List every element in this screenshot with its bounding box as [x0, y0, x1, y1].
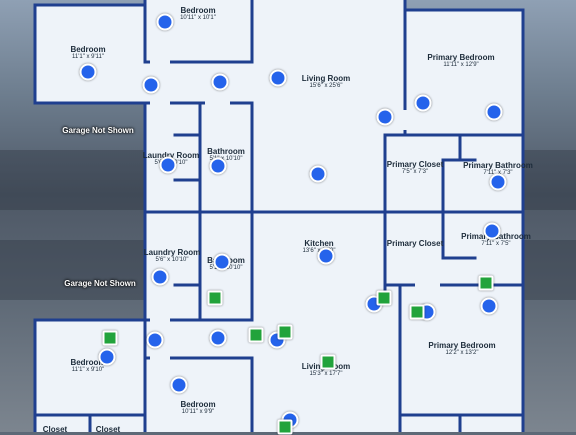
blue-marker[interactable]	[142, 76, 160, 94]
room-floor-bedroom-n	[145, 0, 252, 62]
walls	[33, 0, 525, 432]
room-label-primary-closet-lower: Primary Closet	[386, 239, 444, 248]
blue-marker[interactable]	[79, 63, 97, 81]
blue-marker[interactable]	[483, 222, 501, 240]
blue-marker[interactable]	[170, 376, 188, 394]
blue-marker[interactable]	[209, 157, 227, 175]
room-floor-bedroom-sw	[35, 320, 145, 432]
garage-note-upper: Garage Not Shown	[62, 126, 134, 135]
green-marker[interactable]	[102, 330, 118, 346]
blue-marker[interactable]	[151, 268, 169, 286]
green-marker[interactable]	[478, 275, 494, 291]
room-floor-primary-bedroom-upper	[405, 10, 523, 138]
blue-marker[interactable]	[489, 173, 507, 191]
blue-marker[interactable]	[485, 103, 503, 121]
room-floors	[35, 0, 523, 432]
green-marker[interactable]	[277, 324, 293, 340]
blue-marker[interactable]	[317, 247, 335, 265]
blue-marker[interactable]	[269, 69, 287, 87]
room-floor-living-upper-top	[252, 0, 405, 62]
garage-note-lower: Garage Not Shown	[64, 279, 136, 288]
green-marker[interactable]	[320, 354, 336, 370]
green-marker[interactable]	[248, 327, 264, 343]
room-floor-kitchen-area	[145, 212, 400, 432]
blue-marker[interactable]	[211, 73, 229, 91]
blue-marker[interactable]	[146, 331, 164, 349]
room-floor-living-upper	[145, 62, 405, 212]
blue-marker[interactable]	[156, 13, 174, 31]
room-label-closet-b: Closet	[95, 425, 121, 434]
room-floor-bedroom-nw	[35, 5, 145, 103]
blue-marker[interactable]	[209, 329, 227, 347]
room-label-closet-a: Closet	[42, 425, 68, 434]
green-marker[interactable]	[277, 419, 293, 435]
blue-marker[interactable]	[309, 165, 327, 183]
blue-marker[interactable]	[98, 348, 116, 366]
door-gaps	[150, 60, 440, 360]
blue-marker[interactable]	[414, 94, 432, 112]
blue-marker[interactable]	[480, 297, 498, 315]
room-floor-primary-suite-lower	[385, 212, 523, 289]
green-marker[interactable]	[409, 304, 425, 320]
green-marker[interactable]	[376, 290, 392, 306]
blue-marker[interactable]	[376, 108, 394, 126]
blue-marker[interactable]	[159, 156, 177, 174]
blue-marker[interactable]	[213, 253, 231, 271]
green-marker[interactable]	[207, 290, 223, 306]
